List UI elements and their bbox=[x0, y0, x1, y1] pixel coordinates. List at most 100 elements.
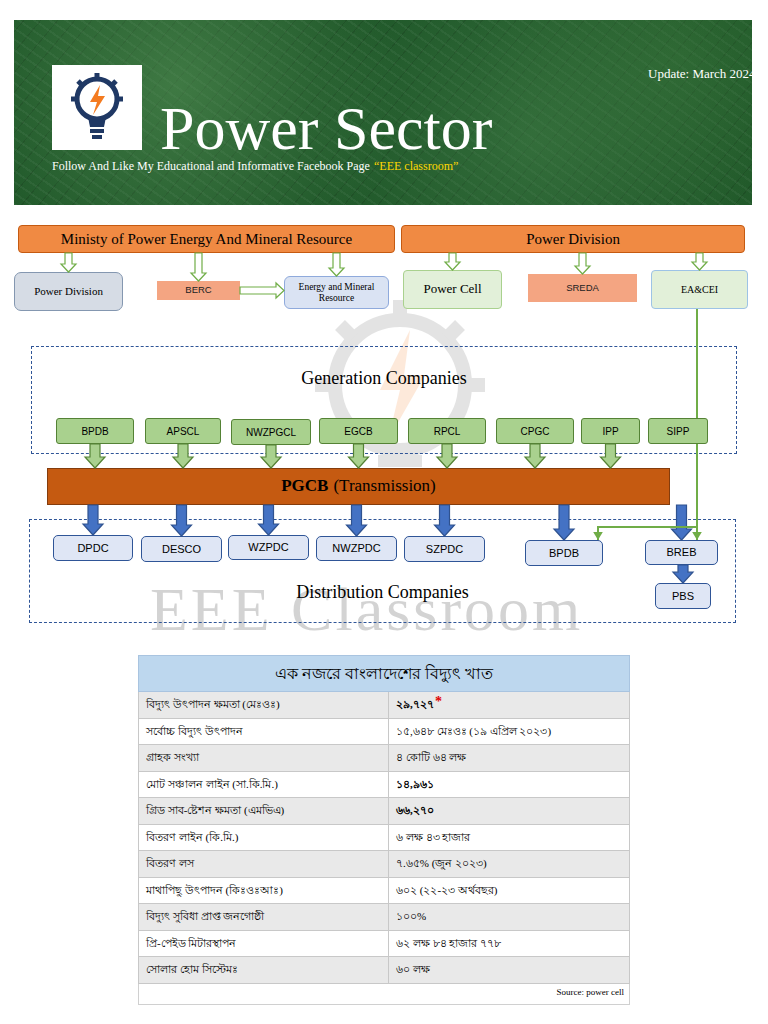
block-arrow bbox=[347, 505, 367, 536]
arrow-head bbox=[692, 532, 702, 540]
distribution-box: PBS bbox=[655, 583, 711, 609]
connector bbox=[554, 505, 574, 540]
source-note: Source: power cell bbox=[138, 987, 624, 998]
block-arrow bbox=[437, 444, 457, 468]
node-text: BERC bbox=[185, 285, 211, 295]
group-box: Distribution CompaniesDPDCDESCOWZPDCNWZP… bbox=[30, 520, 735, 622]
table-cell: ১৫,৬৪৮ মেঃওঃ (১৯ এপ্রিল ২০২৩) bbox=[396, 725, 551, 738]
connector-line bbox=[598, 444, 697, 540]
connector bbox=[697, 309, 698, 418]
distribution-box: WZPDC bbox=[228, 535, 309, 560]
block-arrow bbox=[191, 253, 206, 281]
distribution-box: DESCO bbox=[141, 536, 222, 562]
block-arrow bbox=[525, 444, 545, 468]
connector bbox=[349, 444, 369, 468]
agency-box: Power Division bbox=[14, 272, 123, 311]
transmission-bar: PGCB(Transmission) bbox=[47, 468, 670, 505]
table-cell: বিদ্যুৎ সুবিধা প্রাপ্ত জনগোষ্ঠী bbox=[146, 910, 264, 923]
connector bbox=[437, 444, 457, 468]
node-text: SIPP bbox=[667, 426, 690, 437]
table-row bbox=[138, 851, 630, 878]
table-cell: বিতরণ লাইন (কি.মি.) bbox=[146, 831, 238, 844]
logo-icon bbox=[52, 65, 142, 150]
table-cell: প্রি-পেইড মিটারস্থাপন bbox=[146, 937, 236, 950]
connector bbox=[601, 444, 621, 468]
block-arrow bbox=[445, 253, 460, 270]
connector bbox=[329, 253, 344, 276]
group-box: Generation CompaniesBPDB APSCL NWZPGCL EGCB… bbox=[32, 347, 736, 453]
block-arrow bbox=[261, 445, 281, 468]
group-heading: Generation Companies bbox=[32, 369, 736, 389]
generation-box: BPDB bbox=[56, 418, 134, 444]
follow-note: Follow And Like My Educational and Infor… bbox=[52, 159, 370, 173]
logo-background bbox=[52, 65, 142, 150]
distribution-box: DPDC bbox=[53, 535, 133, 561]
connector bbox=[259, 505, 279, 535]
block-arrow bbox=[173, 444, 193, 468]
generation-box: SIPP bbox=[648, 418, 708, 444]
block-arrow bbox=[61, 253, 76, 272]
table-cell: ২৯,৭২৭ bbox=[396, 698, 434, 711]
table-cell: ১০০% bbox=[396, 910, 426, 923]
table-cell: সর্বোচ্চ বিদ্যুৎ উৎপাদন bbox=[146, 725, 243, 738]
table-cell: ৬ লক্ষ ৪৩ হাজার bbox=[396, 831, 470, 844]
connector bbox=[445, 253, 460, 270]
connector bbox=[692, 444, 702, 540]
ministry-bar: Ministy of Power Energy And Mineral Reso… bbox=[18, 225, 395, 253]
generation-box: CPGC bbox=[496, 418, 574, 444]
table-cell: ৬২ লক্ষ ৮৪ হাজার ৭৭৮ bbox=[396, 937, 501, 950]
block-arrow bbox=[172, 505, 192, 536]
connector-line bbox=[696, 309, 698, 418]
table-cell: গ্রিড সাব-ষ্টেশন ক্ষমতা (এমভিএ) bbox=[146, 804, 284, 817]
table-cell: গ্রাহক সংখ্যা bbox=[146, 751, 199, 764]
group-heading: Distribution Companies bbox=[30, 583, 735, 603]
division-bar: Power Division bbox=[401, 225, 745, 253]
block-arrow bbox=[83, 505, 103, 535]
block-arrow bbox=[692, 253, 707, 270]
connector bbox=[61, 253, 76, 272]
block-arrow bbox=[435, 505, 455, 536]
logo-bulb-cap bbox=[92, 135, 102, 139]
page-name: “EEE classroom” bbox=[374, 159, 458, 173]
table-cell: ৬০২ (২২-২৩ অর্থবছর) bbox=[396, 884, 498, 897]
node-text: EGCB bbox=[344, 426, 372, 437]
generation-box: APSCL bbox=[145, 418, 221, 444]
footnote-mark: * bbox=[435, 694, 442, 711]
connector bbox=[525, 444, 545, 468]
node-text: BREB bbox=[667, 546, 697, 558]
node-text: BPDB bbox=[81, 426, 108, 437]
block-arrow bbox=[554, 505, 574, 540]
page-title: Power Sector bbox=[160, 97, 492, 159]
node-text: Energy and Mineral Resource bbox=[287, 282, 386, 303]
distribution-box: BPDB bbox=[525, 540, 603, 566]
connector bbox=[172, 505, 192, 536]
logo-bolt bbox=[90, 85, 105, 115]
table-cell: বিতরণ লস bbox=[146, 857, 194, 870]
node-text: IPP bbox=[602, 426, 618, 437]
connector bbox=[593, 444, 697, 540]
connector bbox=[261, 445, 281, 468]
agency-box: EA&CEI bbox=[651, 270, 748, 309]
logo-gear bbox=[71, 73, 123, 119]
node-text: BPDB bbox=[549, 547, 579, 559]
table-cell: বিদ্যুৎ উৎপাদন ক্ষমতা (মেঃওঃ) bbox=[146, 698, 280, 711]
node-text: DPDC bbox=[77, 542, 108, 554]
block-arrow bbox=[240, 283, 284, 298]
connector bbox=[240, 283, 284, 298]
agency-box: BERC bbox=[157, 281, 240, 300]
generation-box: RPCL bbox=[408, 418, 486, 444]
arrow-head bbox=[593, 532, 603, 540]
node-text: PGCB bbox=[281, 477, 328, 496]
connector bbox=[83, 505, 103, 535]
node-text: WZPDC bbox=[248, 541, 288, 553]
generation-box: NWZPGCL bbox=[231, 419, 311, 445]
block-arrow bbox=[349, 444, 369, 468]
update-note: Update: March 2024 bbox=[648, 66, 756, 82]
node-text: NWZPGCL bbox=[246, 427, 296, 438]
logo-bulb-cap bbox=[90, 129, 104, 133]
table-cell: ৬০ লক্ষ bbox=[396, 963, 430, 976]
node-text: DESCO bbox=[162, 543, 201, 555]
node-text: Power Division bbox=[526, 231, 620, 248]
connector bbox=[347, 505, 367, 536]
